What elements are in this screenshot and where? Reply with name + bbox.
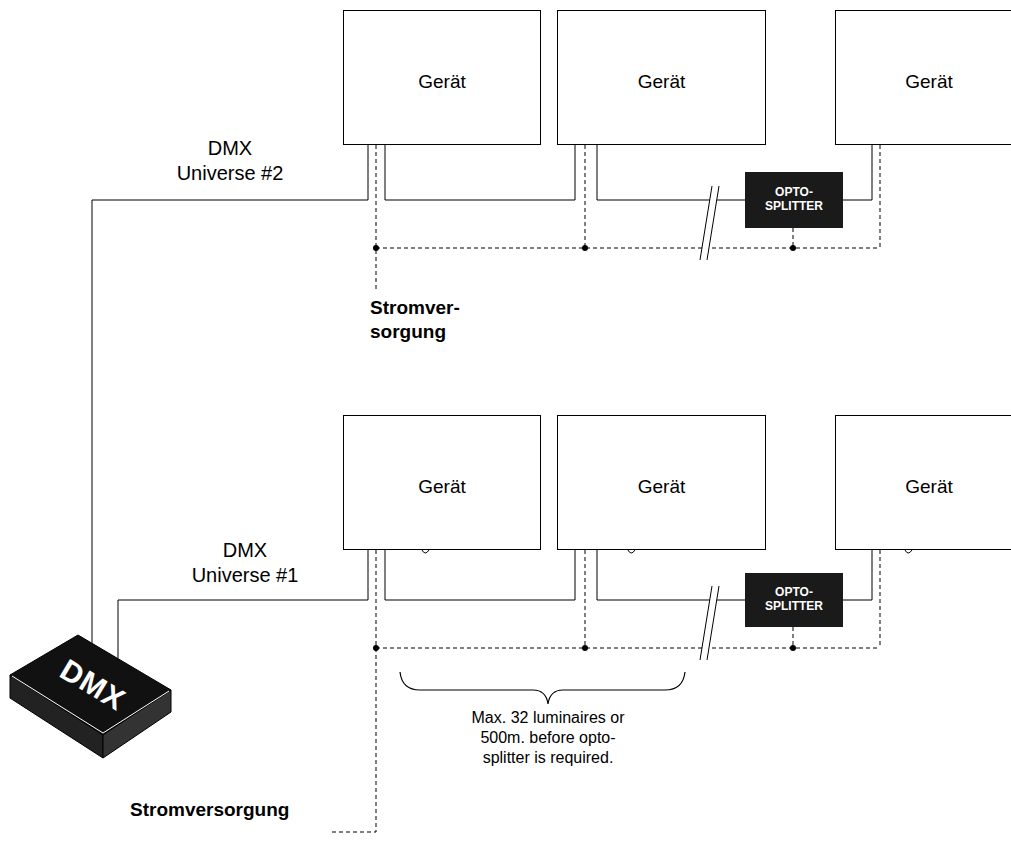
device-box: Gerät bbox=[835, 10, 1011, 145]
device-box: Gerät bbox=[343, 10, 541, 145]
device-text: Gerät bbox=[558, 476, 765, 499]
device-text: Gerät bbox=[836, 476, 1011, 499]
device-text: Gerät bbox=[558, 71, 765, 94]
splitter-text: OPTO- SPLITTER bbox=[758, 586, 830, 614]
device-text: Gerät bbox=[344, 476, 540, 499]
power-label: Stromversorgung bbox=[130, 798, 289, 822]
dmx-cable bbox=[597, 145, 745, 200]
power-line bbox=[332, 145, 880, 832]
dmx-cable bbox=[385, 145, 575, 200]
dmx-cable bbox=[92, 145, 368, 643]
dmx-cable bbox=[843, 550, 872, 600]
universe-label: DMX Universe #1 bbox=[183, 538, 307, 588]
universe-label: DMX Universe #2 bbox=[168, 136, 292, 186]
note-text: Max. 32 luminaires or 500m. before opto-… bbox=[468, 708, 628, 768]
dmx-cable bbox=[385, 550, 575, 600]
splitter-text: OPTO- SPLITTER bbox=[758, 186, 830, 214]
device-text: Gerät bbox=[344, 71, 540, 94]
device-box: Gerät bbox=[343, 415, 541, 550]
dmx-cable bbox=[843, 145, 872, 200]
opto-splitter: OPTO- SPLITTER bbox=[745, 573, 843, 627]
opto-splitter: OPTO- SPLITTER bbox=[745, 172, 843, 228]
device-text: Gerät bbox=[836, 71, 1011, 94]
dmx-console: DMX bbox=[8, 630, 173, 765]
device-box: Gerät bbox=[835, 415, 1011, 550]
device-box: Gerät bbox=[557, 10, 766, 145]
device-hook bbox=[422, 550, 912, 553]
power-label: Stromver- sorgung bbox=[370, 296, 478, 344]
device-box: Gerät bbox=[557, 415, 766, 550]
range-bracket bbox=[400, 672, 685, 704]
dmx-cable bbox=[597, 550, 745, 600]
